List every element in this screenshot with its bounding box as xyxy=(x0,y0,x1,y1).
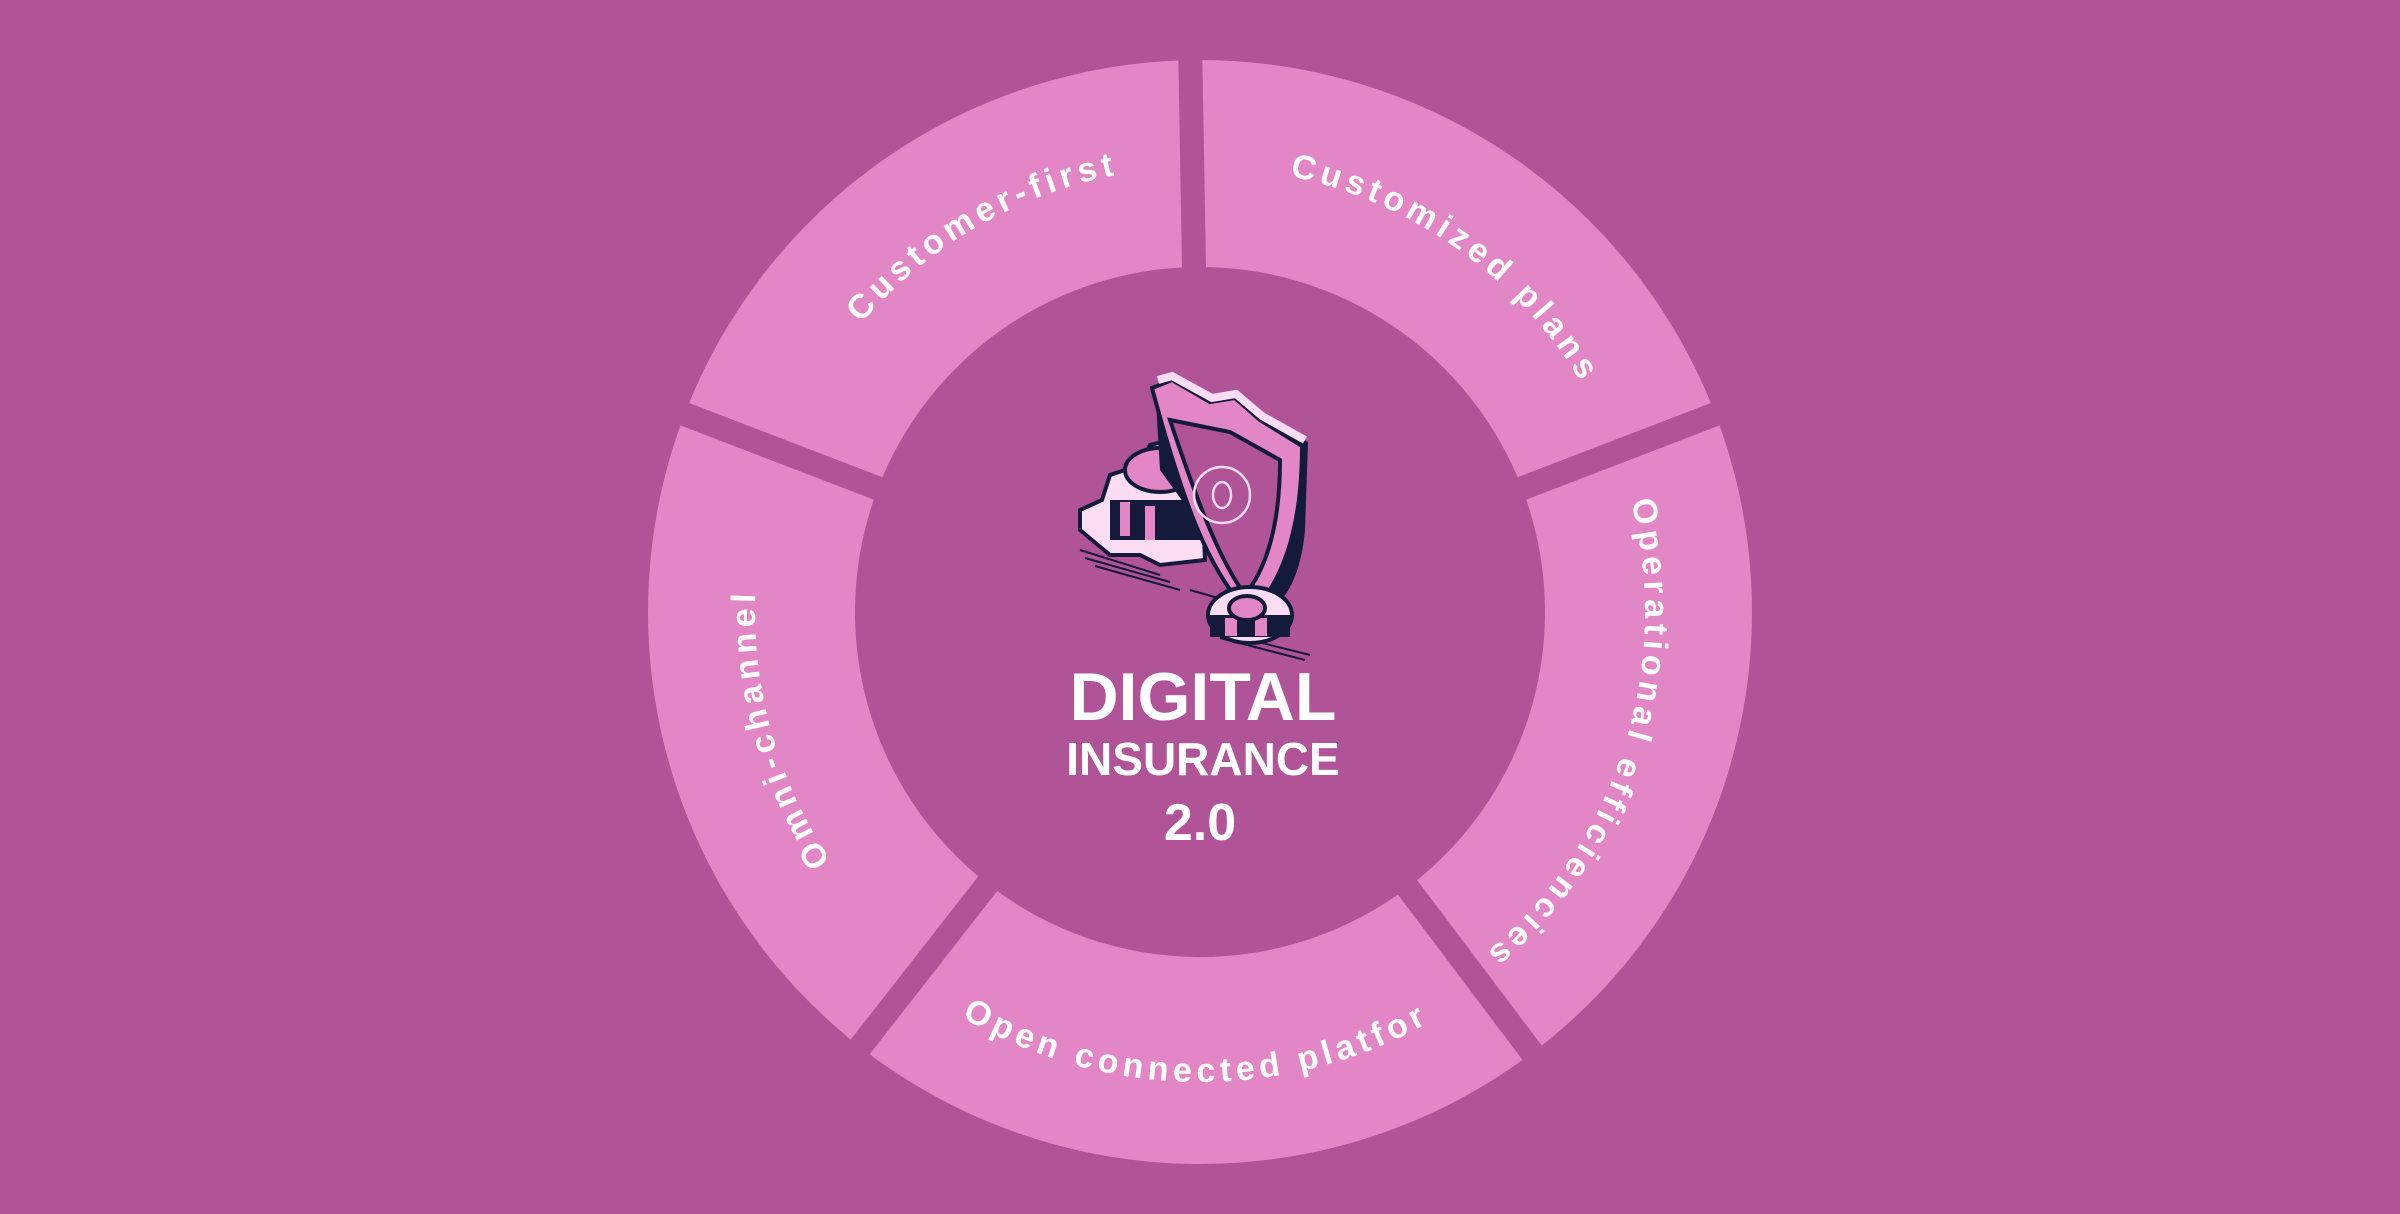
segment-5 xyxy=(684,60,1194,489)
gear-outline-icon xyxy=(1192,465,1252,525)
segment-4 xyxy=(648,414,988,1047)
segment-divider xyxy=(1508,399,1729,504)
segment-divider xyxy=(1178,49,1207,278)
segment-2 xyxy=(1407,414,1752,1053)
segment-ring xyxy=(648,49,1752,1164)
title-line-2: INSURANCE xyxy=(1066,733,1339,785)
segment-1 xyxy=(1190,59,1716,489)
segment-divider xyxy=(844,868,1004,1063)
shield-with-gears-icon xyxy=(1078,371,1311,661)
title-line-1: DIGITAL xyxy=(1070,659,1337,735)
shield-icon xyxy=(1149,371,1308,618)
segment-divider xyxy=(671,399,892,504)
title-line-3: 2.0 xyxy=(1164,794,1236,852)
segment-3 xyxy=(860,883,1533,1164)
segment-divider xyxy=(1392,872,1548,1069)
front-gear-icon xyxy=(1206,585,1294,645)
